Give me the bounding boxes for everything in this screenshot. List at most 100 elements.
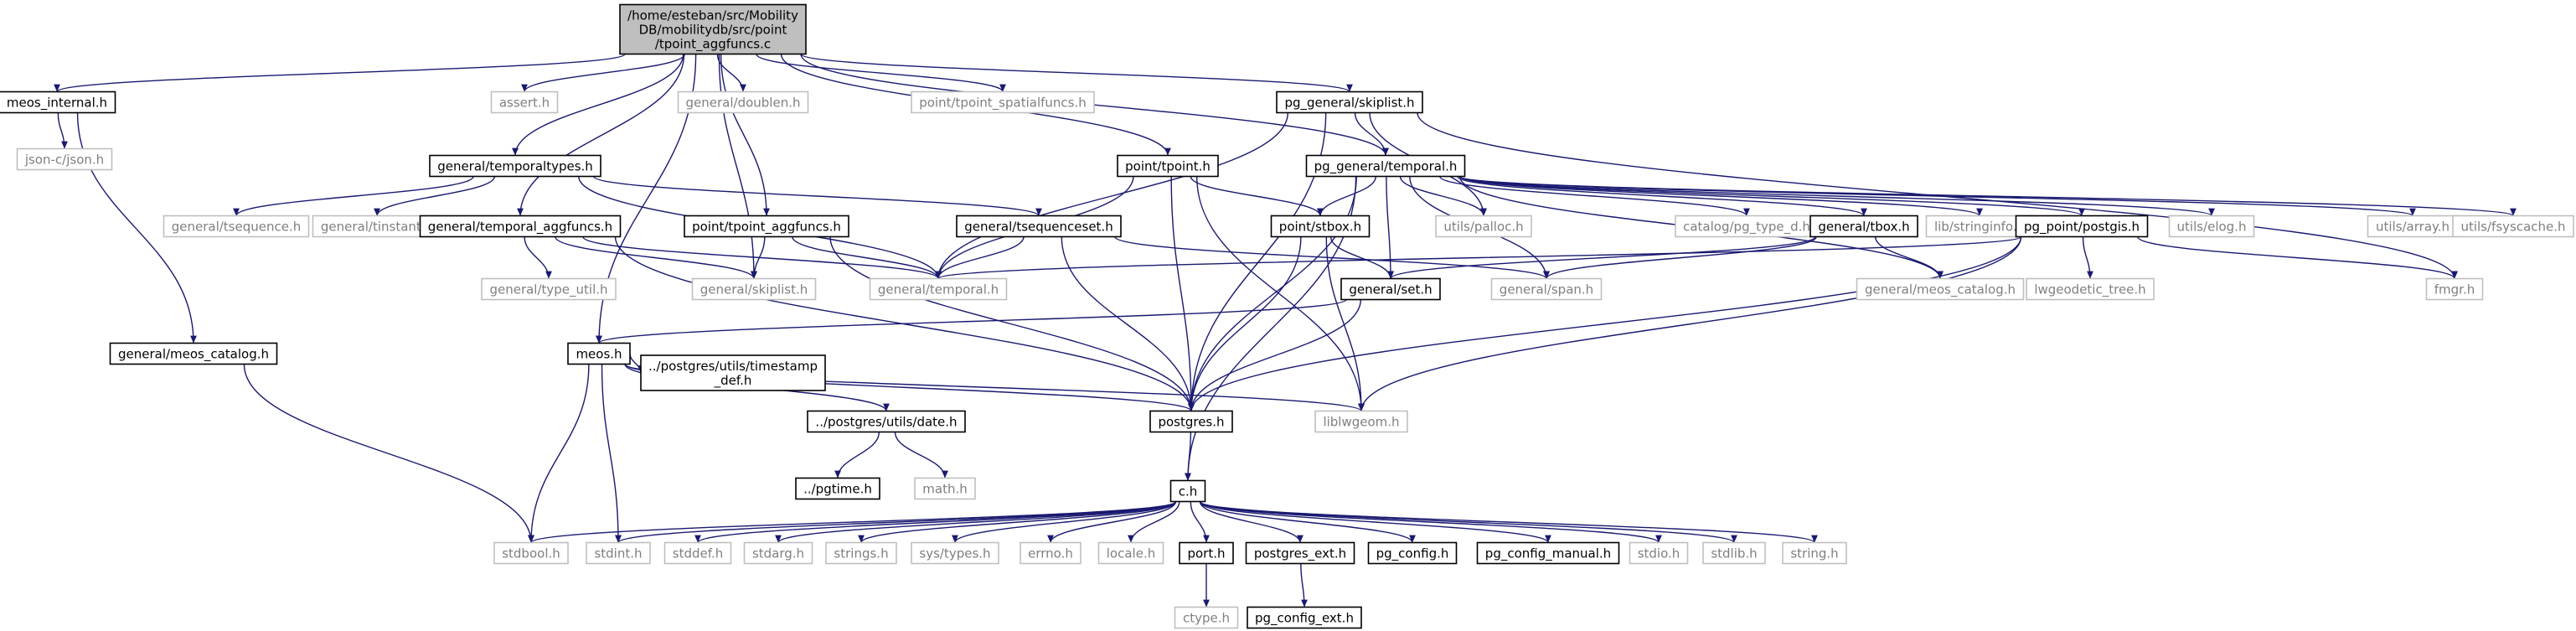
node-box [1097,541,1164,565]
node-stdlib: stdlib.h [1702,541,1766,565]
node-pg-config-ext[interactable]: pg_config_ext.h [1247,606,1362,629]
node-label: general/temporaltypes.h [437,159,593,174]
node-c[interactable]: c.h [1169,479,1206,503]
node-label: general/tinstant.h [321,220,433,235]
node-label: general/tsequence.h [172,220,302,235]
node-errno: errno.h [1020,541,1082,565]
edge-c-to-errno [1047,501,1177,543]
node-label: utils/palloc.h [1443,220,1523,235]
node-tsequenceset[interactable]: general/tsequenceset.h [956,215,1122,238]
node-box [1629,541,1689,565]
node-box [1149,410,1233,433]
edges-layer [54,53,2517,608]
node-box [16,147,113,171]
edge-tbox-to-set [1387,235,1816,280]
edge-tpoint-to-liblwgeom [1196,176,1365,411]
node-tpoint-aggfuncs[interactable]: point/tpoint_aggfuncs.h [684,215,849,238]
edge-temporaltypes-to-tsequence [233,176,474,216]
node-label: ../postgres/utils/timestamp [648,359,818,374]
node-label: pg_point/postgis.h [2024,220,2140,235]
node-box [2452,215,2574,238]
node-pg-config[interactable]: pg_config.h [1367,541,1458,565]
edge-tpoint-aggfuncs-to-temporal-gen [792,236,942,279]
node-label: postgres.h [1158,415,1224,430]
node-stdbool: stdbool.h [493,541,569,565]
node-palloc: utils/palloc.h [1435,215,1532,238]
node-assert: assert.h [490,91,559,114]
node-label: stdint.h [594,546,642,561]
node-port[interactable]: port.h [1179,541,1234,565]
edge-temporaltypes-to-tinstant [374,176,495,216]
edge-temporal-pg-to-fsyscache [1458,175,2517,217]
edge-c-to-postgres-ext [1199,501,1303,543]
node-pg-config-manual[interactable]: pg_config_manual.h [1476,541,1620,565]
node-root[interactable]: /home/esteban/src/MobilityDB/mobilitydb/… [619,3,807,55]
edge-c-to-stdint [615,500,1177,544]
node-box [481,277,617,301]
node-temporaltypes[interactable]: general/temporaltypes.h [429,154,601,178]
edge-meos-catalog-left-to-stdbool [243,364,534,543]
node-liblwgeom: liblwgeom.h [1314,410,1408,433]
node-box [1270,215,1371,238]
node-date[interactable]: ../postgres/utils/date.h [807,410,966,433]
node-meos-internal[interactable]: meos_internal.h [0,91,116,114]
edge-c-to-pg-config-manual [1199,500,1551,544]
node-stddef: stddef.h [663,541,732,565]
node-label: general/type_util.h [489,282,607,298]
node-set[interactable]: general/set.h [1340,277,1441,301]
node-label: pg_general/skiplist.h [1284,96,1414,111]
node-label: ../pgtime.h [803,482,872,497]
node-box [911,541,999,565]
node-label: sys/types.h [919,546,990,561]
node-meos-catalog-right: general/meos_catalog.h [1856,277,2025,301]
node-pgtime[interactable]: ../pgtime.h [795,477,880,500]
node-meos[interactable]: meos.h [567,342,631,365]
edge-root-to-doublen [716,54,746,92]
node-box [640,354,826,391]
node-lwgeodetic: lwgeodetic_tree.h [2026,277,2155,301]
edge-tpoint-aggfuncs-to-skiplist-gen [751,236,766,279]
edge-temporaltypes-to-tsequenceset [593,175,1042,217]
edge-c-to-systypes [952,501,1177,543]
node-label: fmgr.h [2434,282,2475,297]
node-locale: locale.h [1097,541,1164,565]
node-postgres[interactable]: postgres.h [1149,410,1233,433]
node-box [109,342,278,365]
edge-temporal-pg-to-stringinfo [1458,175,1983,217]
node-stbox[interactable]: point/stbox.h [1270,215,1371,238]
node-temporal-aggfuncs[interactable]: general/temporal_aggfuncs.h [419,215,622,238]
edge-root-to-temporal-aggfuncs [517,54,685,216]
node-temporal-pg[interactable]: pg_general/temporal.h [1305,154,1466,178]
node-label: lwgeodetic_tree.h [2034,282,2145,298]
node-box [743,541,813,565]
node-meos-catalog-left[interactable]: general/meos_catalog.h [109,342,278,365]
node-skiplist-pg[interactable]: pg_general/skiplist.h [1276,91,1423,114]
node-timestamp-def[interactable]: ../postgres/utils/timestamp_def.h [640,354,826,391]
node-label: stddef.h [673,546,723,561]
node-box [1702,541,1766,565]
edge-root-to-temporaltypes [512,54,684,156]
edge-postgis-to-postgres [1188,236,2022,411]
node-box [1490,277,1603,301]
node-fmgr: fmgr.h [2425,277,2484,301]
node-label: /home/esteban/src/Mobility [627,8,798,23]
node-label: general/set.h [1349,282,1432,297]
node-ctype: ctype.h [1174,606,1239,629]
node-span: general/span.h [1490,277,1603,301]
node-postgis[interactable]: pg_point/postgis.h [2015,215,2149,238]
node-box [419,215,622,238]
node-tbox[interactable]: general/tbox.h [1809,215,1918,238]
node-string: string.h [1782,541,1847,565]
edge-temporal-aggfuncs-to-skiplist-gen [555,236,757,279]
node-box [1925,215,2034,238]
edge-tsequenceset-to-postgres [1061,236,1195,411]
edge-stbox-to-liblwgeom [1325,236,1365,411]
node-label: general/doublen.h [686,96,801,111]
node-label: pg_config_ext.h [1255,611,1354,627]
nodes-layer: /home/esteban/src/MobilityDB/mobilitydb/… [0,3,2574,629]
edge-stbox-to-postgres [1188,236,1302,411]
node-postgres-ext[interactable]: postgres_ext.h [1245,541,1355,565]
node-tpoint[interactable]: point/tpoint.h [1117,154,1219,178]
edge-c-to-port [1190,501,1210,543]
node-box [807,410,966,433]
